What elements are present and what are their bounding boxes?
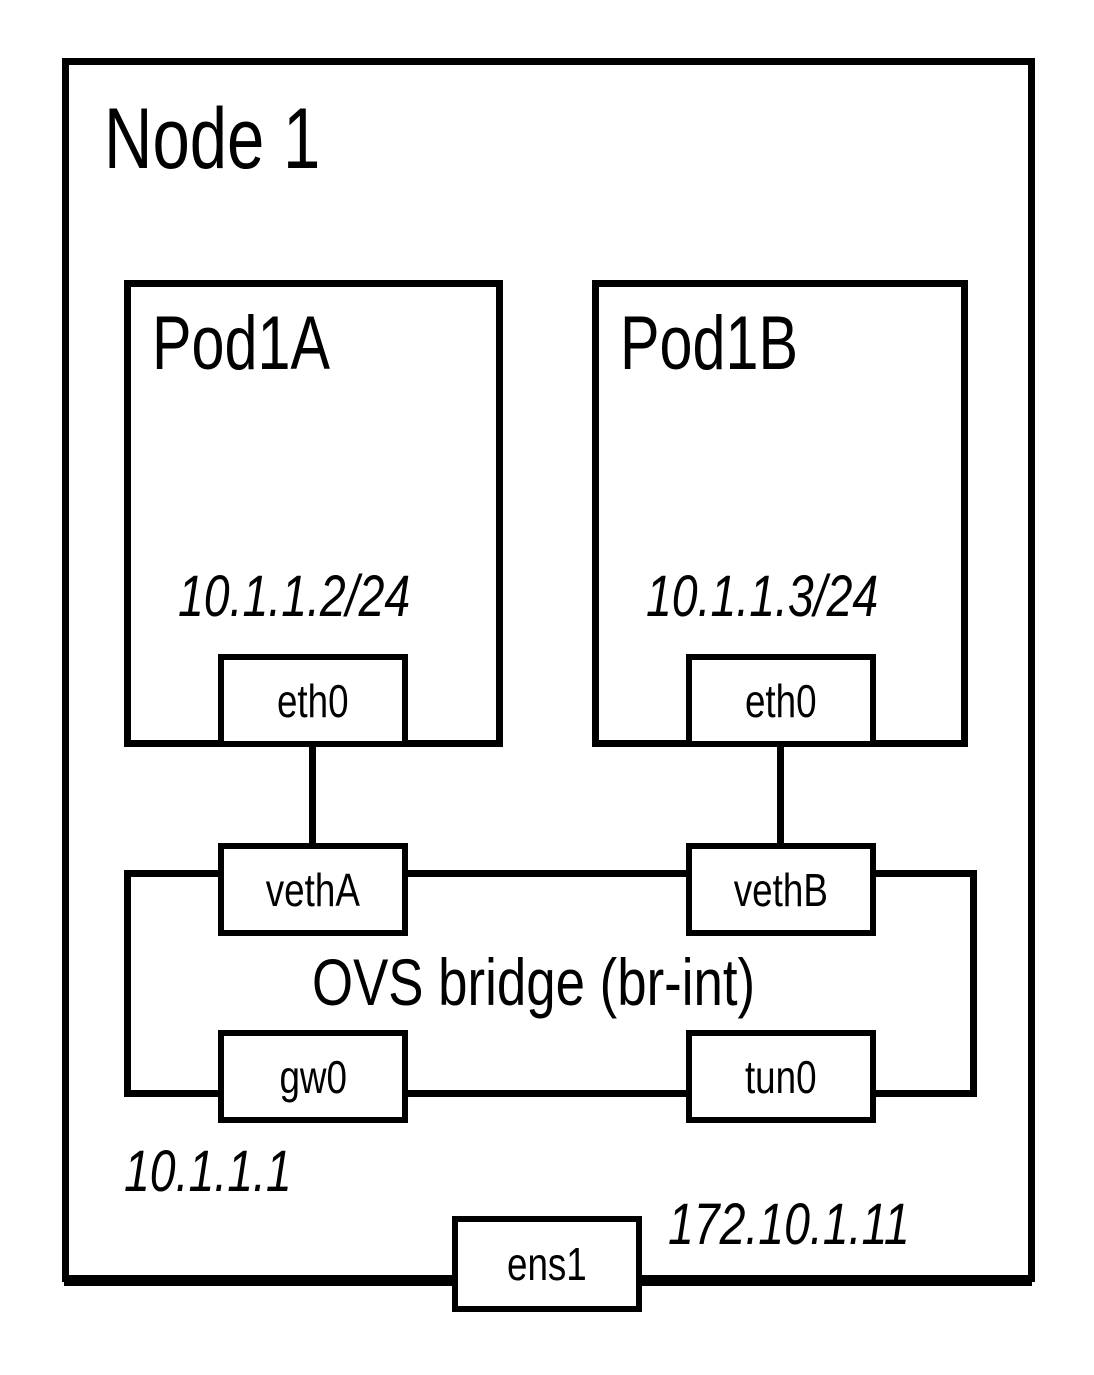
pod-title-pod1a: Pod1A bbox=[152, 301, 330, 386]
bridge-port-label-vethb: vethB bbox=[733, 863, 829, 916]
link-pod1a-eth0-to-vetha bbox=[309, 747, 316, 847]
pod-ip-pod1a: 10.1.1.2/24 bbox=[178, 564, 411, 629]
bridge-rail-top-middle bbox=[402, 870, 692, 877]
interface-label-pod1a-eth0: eth0 bbox=[277, 674, 349, 727]
bridge-port-vetha[interactable]: vethA bbox=[218, 843, 408, 936]
bridge-port-label-vetha: vethA bbox=[265, 863, 361, 916]
bridge-rail-bottom-left bbox=[124, 1090, 224, 1097]
pod-title-pod1b: Pod1B bbox=[620, 301, 798, 386]
link-node-left-to-ens1 bbox=[64, 1279, 456, 1286]
interface-box-ens1[interactable]: ens1 bbox=[452, 1216, 642, 1312]
bridge-port-vethb[interactable]: vethB bbox=[686, 843, 876, 936]
interface-label-pod1b-eth0: eth0 bbox=[745, 674, 817, 727]
bridge-port-tun0[interactable]: tun0 bbox=[686, 1030, 876, 1123]
bridge-rail-top-left bbox=[124, 870, 224, 877]
interface-box-pod1a-eth0[interactable]: eth0 bbox=[218, 654, 408, 747]
link-ens1-to-node-right bbox=[638, 1279, 1032, 1286]
bridge-port-gw0[interactable]: gw0 bbox=[218, 1030, 408, 1123]
bridge-rail-left bbox=[124, 870, 131, 1097]
link-pod1b-eth0-to-vethb bbox=[777, 747, 784, 847]
bridge-rail-bottom-middle bbox=[402, 1090, 692, 1097]
bridge-port-label-tun0: tun0 bbox=[745, 1050, 817, 1103]
bridge-gateway-ip: 10.1.1.1 bbox=[124, 1139, 292, 1204]
node-external-ip: 172.10.1.11 bbox=[668, 1192, 910, 1257]
bridge-port-label-gw0: gw0 bbox=[279, 1050, 347, 1103]
pod-ip-pod1b: 10.1.1.3/24 bbox=[646, 564, 879, 629]
interface-box-pod1b-eth0[interactable]: eth0 bbox=[686, 654, 876, 747]
bridge-rail-right bbox=[970, 870, 977, 1097]
interface-label-ens1: ens1 bbox=[507, 1238, 587, 1290]
bridge-label: OVS bridge (br-int) bbox=[312, 945, 756, 1019]
bridge-rail-top-right bbox=[870, 870, 977, 877]
bridge-rail-bottom-right bbox=[870, 1090, 977, 1097]
node-title: Node 1 bbox=[104, 91, 321, 187]
